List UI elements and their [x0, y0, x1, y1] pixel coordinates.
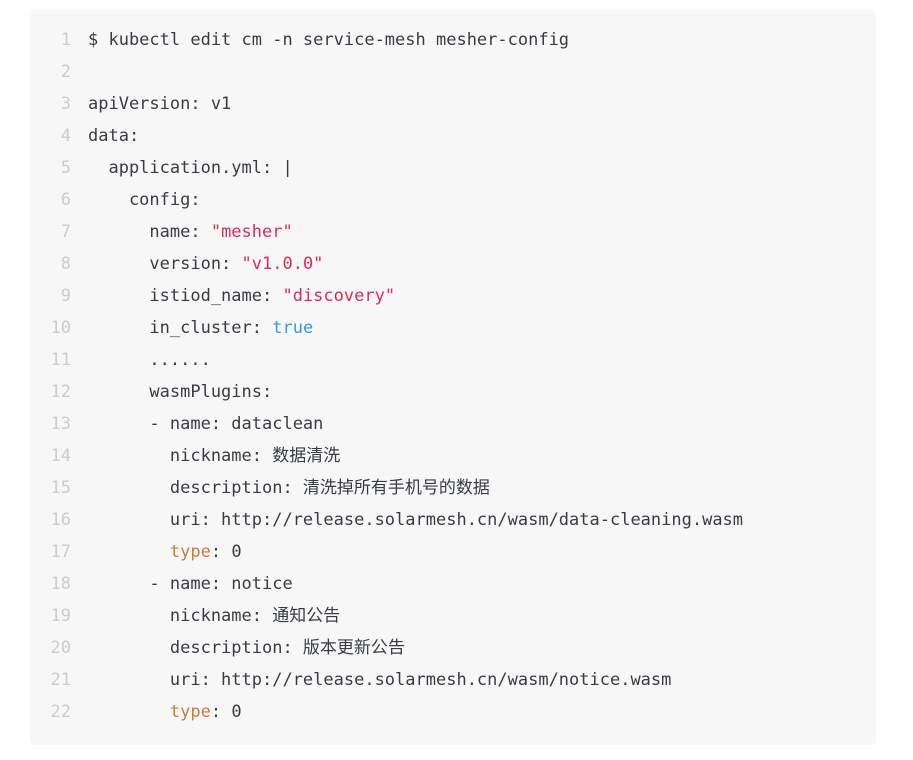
line-number: 21 [50, 670, 71, 690]
code-text: description: 清洗掉所有手机号的数据 [88, 472, 490, 504]
token-plain: - name: dataclean [88, 414, 324, 434]
line-number: 14 [50, 446, 71, 466]
token-builtin: type [169, 702, 211, 722]
token-plain: version: [88, 254, 242, 274]
token-string: "v1.0.0" [241, 254, 324, 274]
token-string: "mesher" [210, 222, 293, 242]
token-plain: uri: http://release.solarmesh.cn/wasm/da… [88, 510, 744, 530]
code-line: 10 in_cluster: true [46, 312, 856, 344]
code-text: application.yml: | [88, 152, 293, 184]
code-line: 17 type: 0 [46, 536, 856, 568]
code-line: 20 description: 版本更新公告 [46, 632, 856, 664]
token-literal: true [272, 318, 314, 338]
line-number: 17 [50, 542, 71, 562]
code-block: 1 $ kubectl edit cm -n service-mesh meshe… [30, 10, 876, 745]
code-line: 21 uri: http://release.solarmesh.cn/wasm… [46, 664, 856, 696]
code-text: in_cluster: true [88, 312, 313, 344]
line-number: 16 [50, 510, 71, 530]
code-text: uri: http://release.solarmesh.cn/wasm/no… [88, 664, 672, 696]
code-line: 8 version: "v1.0.0" [46, 248, 856, 280]
token-plain: - name: notice [88, 574, 293, 594]
code-text: - name: dataclean [88, 408, 323, 440]
line-number: 1 [60, 30, 71, 50]
token-plain: description: 清洗掉所有手机号的数据 [88, 478, 490, 498]
code-text: data: [88, 120, 139, 152]
line-number: 13 [50, 414, 71, 434]
line-number: 6 [60, 190, 71, 210]
token-plain: data: [88, 126, 140, 146]
code-text: config: [88, 184, 201, 216]
token-plain [88, 702, 170, 722]
line-number: 8 [60, 254, 71, 274]
token-plain [88, 542, 170, 562]
line-number: 5 [60, 158, 71, 178]
code-line: 19 nickname: 通知公告 [46, 600, 856, 632]
token-plain: nickname: 通知公告 [88, 606, 341, 626]
line-number: 11 [50, 350, 71, 370]
token-plain: in_cluster: [88, 318, 273, 338]
code-text: uri: http://release.solarmesh.cn/wasm/da… [88, 504, 743, 536]
code-line: 6 config: [46, 184, 856, 216]
token-plain: : 0 [210, 702, 242, 722]
token-plain: istiod_name: [88, 286, 283, 306]
code-line: 16 uri: http://release.solarmesh.cn/wasm… [46, 504, 856, 536]
code-text: wasmPlugins: [88, 376, 272, 408]
code-text: ...... [88, 344, 211, 376]
token-plain: config: [88, 190, 201, 210]
code-line: 1 $ kubectl edit cm -n service-mesh meshe… [46, 24, 856, 56]
code-text: apiVersion: v1 [88, 88, 231, 120]
token-plain: ...... [88, 350, 211, 370]
code-text: $ kubectl edit cm -n service-mesh mesher… [88, 24, 569, 56]
line-number: 10 [50, 318, 71, 338]
code-line: 4 data: [46, 120, 856, 152]
token-plain: description: 版本更新公告 [88, 638, 405, 658]
line-number: 3 [60, 94, 71, 114]
line-number: 7 [60, 222, 71, 242]
code-text: - name: notice [88, 568, 293, 600]
token-string: "discovery" [282, 286, 396, 306]
token-plain: nickname: 数据清洗 [88, 446, 341, 466]
token-plain: apiVersion: v1 [88, 94, 232, 114]
code-lines: 1 $ kubectl edit cm -n service-mesh meshe… [46, 24, 856, 728]
code-line: 9 istiod_name: "discovery" [46, 280, 856, 312]
code-text: type: 0 [88, 696, 242, 728]
token-plain: name: [88, 222, 211, 242]
token-plain: : 0 [210, 542, 242, 562]
code-text: nickname: 数据清洗 [88, 440, 340, 472]
code-line: 15 description: 清洗掉所有手机号的数据 [46, 472, 856, 504]
code-line: 11 ...... [46, 344, 856, 376]
line-number: 22 [50, 702, 71, 722]
token-plain: $ kubectl edit cm -n service-mesh mesher… [88, 30, 570, 50]
line-number: 20 [50, 638, 71, 658]
code-text: description: 版本更新公告 [88, 632, 405, 664]
code-text: type: 0 [88, 536, 242, 568]
code-line: 18 - name: notice [46, 568, 856, 600]
token-plain: uri: http://release.solarmesh.cn/wasm/no… [88, 670, 672, 690]
code-line: 12 wasmPlugins: [46, 376, 856, 408]
code-line: 2 [46, 56, 856, 88]
line-number: 19 [50, 606, 71, 626]
code-line: 22 type: 0 [46, 696, 856, 728]
token-plain: application.yml: | [88, 158, 293, 178]
code-text: istiod_name: "discovery" [88, 280, 395, 312]
code-text: name: "mesher" [88, 216, 293, 248]
code-line: 13 - name: dataclean [46, 408, 856, 440]
code-line: 3 apiVersion: v1 [46, 88, 856, 120]
line-number: 15 [50, 478, 71, 498]
line-number: 9 [60, 286, 71, 306]
code-text: version: "v1.0.0" [88, 248, 323, 280]
token-plain: wasmPlugins: [88, 382, 273, 402]
line-number: 4 [60, 126, 71, 146]
line-number: 2 [60, 62, 71, 82]
code-line: 5 application.yml: | [46, 152, 856, 184]
code-text: nickname: 通知公告 [88, 600, 340, 632]
line-number: 12 [50, 382, 71, 402]
token-builtin: type [169, 542, 211, 562]
code-line: 14 nickname: 数据清洗 [46, 440, 856, 472]
line-number: 18 [50, 574, 71, 594]
code-line: 7 name: "mesher" [46, 216, 856, 248]
